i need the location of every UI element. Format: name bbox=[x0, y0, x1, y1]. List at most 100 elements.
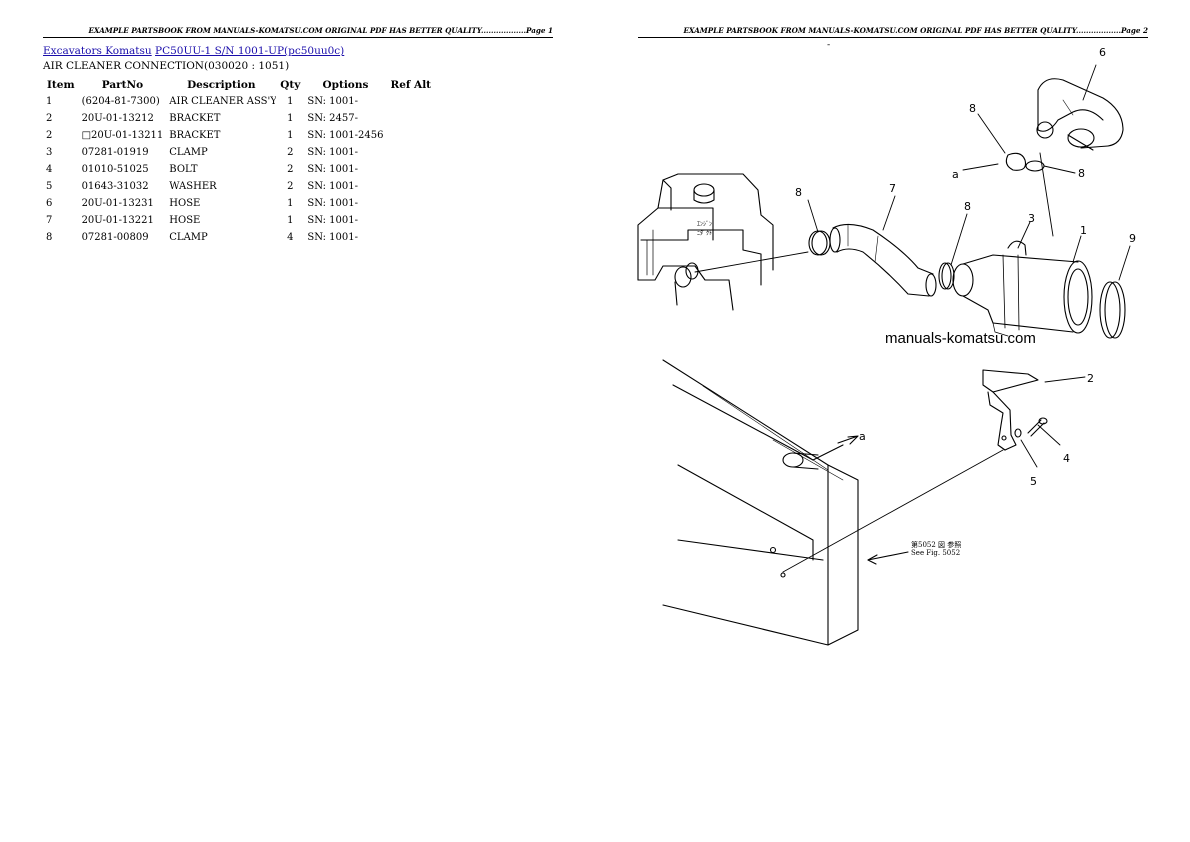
callout-a-upper: a bbox=[952, 168, 959, 181]
cell-options: SN: 1001- bbox=[307, 164, 359, 175]
cell-part-number: 20U-01-13212 bbox=[81, 113, 154, 124]
cell-qty: 2 bbox=[287, 181, 294, 192]
cell-qty: 1 bbox=[287, 130, 294, 141]
column-header-options: Options bbox=[322, 78, 369, 91]
cell-description: BOLT bbox=[169, 164, 198, 175]
cell-item: 1 bbox=[46, 96, 53, 107]
callout-5: 5 bbox=[1030, 475, 1037, 488]
cell-item: 7 bbox=[46, 215, 53, 226]
exploded-parts-diagram: ｴﾝｼﾞﾝ ﾆﾀﾞｸﾄ 第5052 図 参照 See Fig. 5052 bbox=[637, 46, 1136, 646]
callout-1: 1 bbox=[1080, 224, 1087, 237]
cell-description: CLAMP bbox=[169, 147, 208, 158]
callout-labels: 6 8 8 a 7 8 8 3 1 9 2 a 4 5 manuals-koma… bbox=[795, 46, 1136, 488]
callout-leaders bbox=[807, 64, 1131, 468]
cell-part-number: 01643-31032 bbox=[81, 181, 149, 192]
cell-item: 5 bbox=[46, 181, 53, 192]
cell-description: HOSE bbox=[169, 215, 201, 226]
cell-ref-alt bbox=[386, 161, 435, 178]
page-header: EXAMPLE PARTSBOOK FROM MANUALS-KOMATSU.C… bbox=[43, 25, 553, 38]
cell-options: SN: 1001-2456 bbox=[307, 130, 384, 141]
cell-options: SN: 1001- bbox=[307, 181, 359, 192]
cell-item: 8 bbox=[46, 232, 53, 243]
callout-2: 2 bbox=[1087, 372, 1094, 385]
cell-description: BRACKET bbox=[169, 113, 221, 124]
callout-9: 9 bbox=[1129, 232, 1136, 245]
cell-options: SN: 2457- bbox=[307, 113, 359, 124]
cell-ref-alt bbox=[386, 110, 435, 127]
cell-ref-alt bbox=[386, 195, 435, 212]
callout-8-mid: 8 bbox=[964, 200, 971, 213]
cell-ref-alt bbox=[386, 93, 435, 110]
cell-item: 6 bbox=[46, 198, 53, 209]
air-cleaner-drawing bbox=[952, 240, 1093, 337]
cell-part-number: 01010-51025 bbox=[81, 164, 149, 175]
cell-part-number: 20U-01-13221 bbox=[81, 215, 154, 226]
frame-drawing: 第5052 図 参照 See Fig. 5052 bbox=[662, 359, 1004, 646]
callout-6: 6 bbox=[1099, 46, 1106, 59]
cell-ref-alt bbox=[386, 127, 435, 144]
bracket-drawing bbox=[982, 369, 1039, 451]
column-header-item: Item bbox=[47, 78, 75, 91]
engine-label-1: ｴﾝｼﾞﾝ bbox=[697, 221, 712, 228]
parts-table: Item PartNo Description Qty Options Ref … bbox=[43, 76, 435, 246]
table-row: 4 01010-51025 BOLT 2 SN: 1001- bbox=[43, 161, 435, 178]
cell-qty: 1 bbox=[287, 198, 294, 209]
cell-ref-alt bbox=[386, 144, 435, 161]
callout-8-right: 8 bbox=[1078, 167, 1085, 180]
cell-part-number: (6204-81-7300) bbox=[81, 96, 160, 107]
table-row: 6 20U-01-13231 HOSE 1 SN: 1001- bbox=[43, 195, 435, 212]
cell-part-number: 20U-01-13231 bbox=[81, 198, 154, 209]
cell-item: 4 bbox=[46, 164, 53, 175]
cell-options: SN: 1001- bbox=[307, 96, 359, 107]
cell-item: 2 bbox=[46, 130, 53, 141]
callout-a-lower: a bbox=[859, 430, 866, 443]
table-row: 5 01643-31032 WASHER 2 SN: 1001- bbox=[43, 178, 435, 195]
cell-ref-alt bbox=[386, 212, 435, 229]
callout-8-left: 8 bbox=[795, 186, 802, 199]
cell-item: 2 bbox=[46, 113, 53, 124]
cell-description: HOSE bbox=[169, 198, 201, 209]
cell-item: 3 bbox=[46, 147, 53, 158]
callout-4: 4 bbox=[1063, 452, 1070, 465]
cell-qty: 1 bbox=[287, 113, 294, 124]
cell-options: SN: 1001- bbox=[307, 198, 359, 209]
cell-qty: 2 bbox=[287, 147, 294, 158]
cell-options: SN: 1001- bbox=[307, 232, 359, 243]
section-title: AIR CLEANER CONNECTION(030020 : 1051) bbox=[43, 60, 290, 72]
cell-description: CLAMP bbox=[169, 232, 208, 243]
table-row: 2 20U-01-13212 BRACKET 1 SN: 2457- bbox=[43, 110, 435, 127]
table-row: 8 07281-00809 CLAMP 4 SN: 1001- bbox=[43, 229, 435, 246]
cell-part-number: 07281-00809 bbox=[81, 232, 149, 243]
cell-ref-alt bbox=[386, 178, 435, 195]
table-header-row: Item PartNo Description Qty Options Ref … bbox=[43, 76, 435, 93]
hose-7-drawing bbox=[829, 223, 937, 297]
callout-7: 7 bbox=[889, 182, 896, 195]
column-header-description: Description bbox=[187, 78, 256, 91]
diagram-page: EXAMPLE PARTSBOOK FROM MANUALS-KOMATSU.C… bbox=[595, 0, 1190, 842]
page-mark: - bbox=[827, 40, 831, 50]
cell-description: AIR CLEANER ASS'Y bbox=[169, 96, 277, 107]
cell-qty: 1 bbox=[287, 215, 294, 226]
cell-qty: 2 bbox=[287, 164, 294, 175]
cell-options: SN: 1001- bbox=[307, 215, 359, 226]
breadcrumb-link-category[interactable]: Excavators Komatsu bbox=[43, 45, 152, 57]
cell-description: WASHER bbox=[169, 181, 217, 192]
table-row: 7 20U-01-13221 HOSE 1 SN: 1001- bbox=[43, 212, 435, 229]
cell-description: BRACKET bbox=[169, 130, 221, 141]
parts-list-page: EXAMPLE PARTSBOOK FROM MANUALS-KOMATSU.C… bbox=[43, 25, 553, 246]
cell-part-number: □20U-01-13211 bbox=[81, 130, 164, 141]
column-header-qty: Qty bbox=[280, 78, 301, 91]
cell-options: SN: 1001- bbox=[307, 147, 359, 158]
page-header: EXAMPLE PARTSBOOK FROM MANUALS-KOMATSU.C… bbox=[638, 25, 1148, 38]
hose-6-drawing bbox=[1036, 78, 1124, 151]
engine-label-2: ﾆﾀﾞｸﾄ bbox=[697, 230, 712, 237]
column-header-partno: PartNo bbox=[101, 78, 144, 91]
watermark-text: manuals-komatsu.com bbox=[885, 330, 1036, 347]
bolt-washer-drawing bbox=[1014, 417, 1048, 438]
cell-qty: 4 bbox=[287, 232, 294, 243]
engine-block-drawing: ｴﾝｼﾞﾝ ﾆﾀﾞｸﾄ bbox=[637, 173, 809, 311]
table-row: 2 □20U-01-13211 BRACKET 1 SN: 1001-2456 bbox=[43, 127, 435, 144]
breadcrumb-link-model[interactable]: PC50UU-1 S/N 1001-UP(pc50uu0c) bbox=[155, 45, 345, 57]
